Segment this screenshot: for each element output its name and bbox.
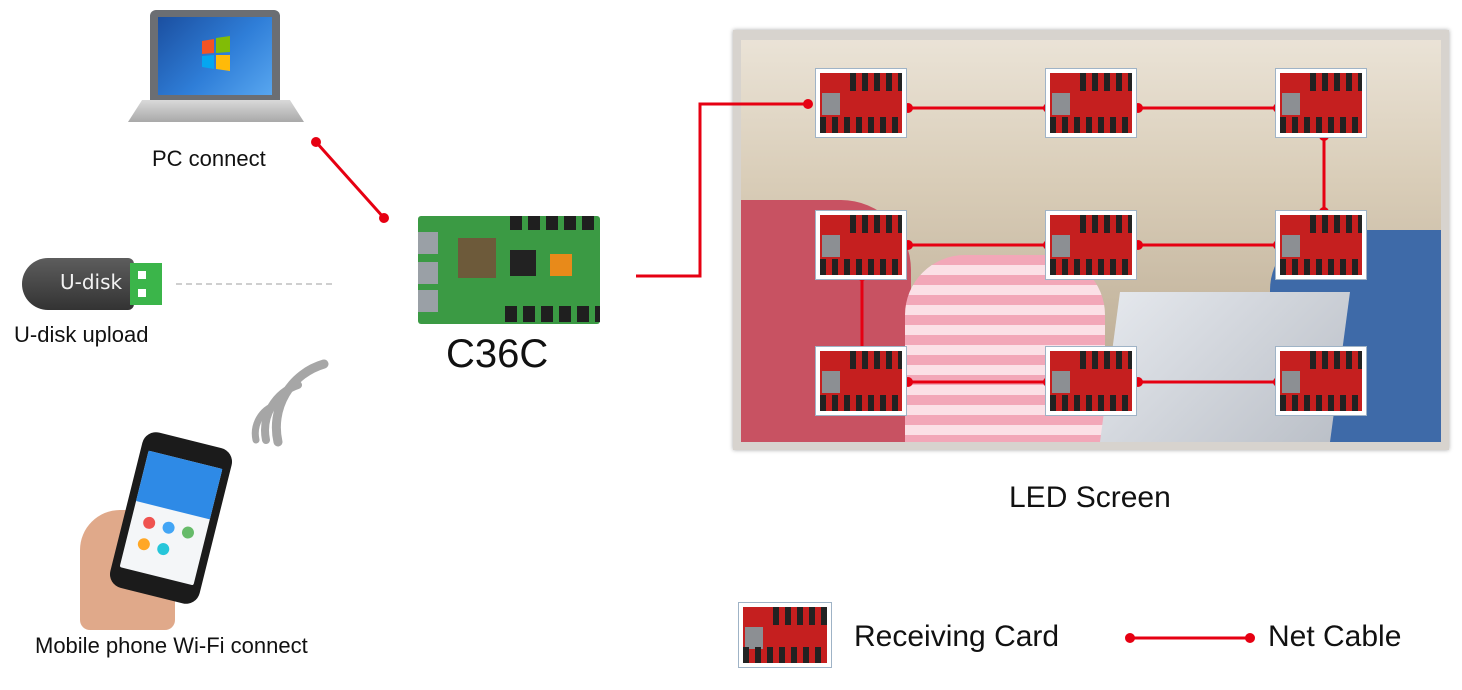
card-chip [510, 250, 536, 276]
receiving-card-pcb [1280, 351, 1362, 411]
legend-receiving-card-icon [738, 602, 832, 668]
receiving-card-pcb [1050, 73, 1132, 133]
receiving-card-pcb [820, 73, 902, 133]
udisk-text: U-disk [60, 270, 123, 294]
receiving-card-pcb [1280, 73, 1362, 133]
usb-drive-icon [22, 258, 134, 310]
wifi-signal-icon [251, 359, 329, 447]
card-port [418, 262, 438, 284]
udisk-upload-label: U-disk upload [14, 322, 149, 347]
receiving-card-pcb [820, 351, 902, 411]
usb-plug-hole [138, 271, 146, 279]
legend-receiving-card-label: Receiving Card [854, 620, 1060, 653]
controller-model-label: C36C [446, 332, 549, 376]
card-port [418, 290, 438, 312]
receiving-card-pcb [1280, 215, 1362, 275]
card-label-chip [550, 254, 572, 276]
receiving-card-icon [1275, 68, 1367, 138]
card-connectors-bottom [505, 306, 600, 322]
receiving-card-icon [815, 210, 907, 280]
receiving-card-icon [815, 346, 907, 416]
legend-net-cable-icon [1125, 633, 1255, 643]
receiving-card-pcb [1050, 351, 1132, 411]
receiving-card-icon [1275, 210, 1367, 280]
pc-connect-label: PC connect [152, 146, 266, 171]
usb-plug [130, 263, 162, 305]
legend-net-cable-label: Net Cable [1268, 620, 1402, 653]
receiving-card-pcb [820, 215, 902, 275]
receiving-card-icon [1045, 346, 1137, 416]
laptop-base [128, 100, 304, 122]
receiving-card-icon [1045, 68, 1137, 138]
udisk-dashed-link [176, 283, 332, 285]
receiving-card-icon [815, 68, 907, 138]
receiving-card-pcb [1050, 215, 1132, 275]
card-port [418, 232, 438, 254]
laptop-display [158, 17, 272, 95]
receiving-card-pcb [743, 607, 827, 663]
card-connectors-top [510, 216, 600, 230]
mobile-connect-label: Mobile phone Wi-Fi connect [35, 633, 308, 658]
led-screen-label: LED Screen [1009, 481, 1171, 514]
net-cable [314, 140, 386, 220]
usb-plug-hole [138, 289, 146, 297]
receiving-card-icon [1045, 210, 1137, 280]
windows-logo-icon [202, 36, 230, 71]
net-cable [636, 102, 808, 278]
receiving-card-icon [1275, 346, 1367, 416]
card-chip [458, 238, 496, 278]
